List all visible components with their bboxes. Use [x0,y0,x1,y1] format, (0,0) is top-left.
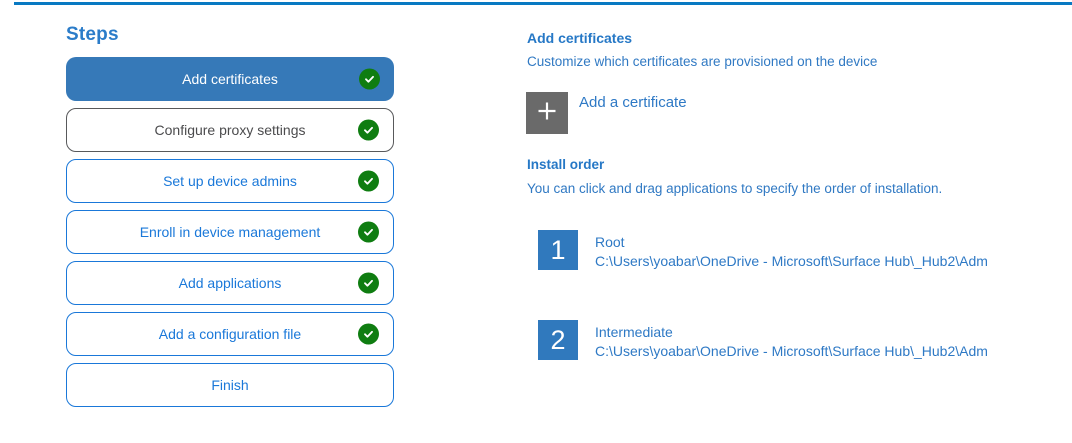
step-enroll-in-device-management[interactable]: Enroll in device management [66,210,394,254]
certificate-path: C:\Users\yoabar\OneDrive - Microsoft\Sur… [595,253,988,269]
step-label: Add applications [178,275,282,291]
step-add-applications[interactable]: Add applications [66,261,394,305]
step-label: Add a configuration file [158,326,302,342]
certificate-name: Root [595,234,625,250]
check-icon [358,119,379,141]
step-configure-proxy-settings[interactable]: Configure proxy settings [66,108,394,152]
steps-heading: Steps [66,24,119,45]
order-number-badge[interactable]: 1 [538,230,578,270]
certificate-path: C:\Users\yoabar\OneDrive - Microsoft\Sur… [595,343,988,359]
page-description: Customize which certificates are provisi… [527,54,878,69]
step-add-certificates[interactable]: Add certificates [66,57,394,101]
step-add-a-configuration-file[interactable]: Add a configuration file [66,312,394,356]
check-icon [358,221,379,243]
install-order-item-intermediate[interactable]: 2 Intermediate C:\Users\yoabar\OneDrive … [538,320,988,361]
check-icon [358,170,379,192]
certificate-name: Intermediate [595,324,673,340]
step-label: Add certificates [182,71,278,87]
step-label: Configure proxy settings [154,122,306,138]
install-order-description: You can click and drag applications to s… [527,181,943,196]
page-title: Add certificates [527,30,633,46]
add-certificate-button[interactable] [526,92,568,134]
plus-icon [535,99,559,128]
install-order-item-root[interactable]: 1 Root C:\Users\yoabar\OneDrive - Micros… [538,230,988,271]
step-finish[interactable]: Finish [66,363,394,407]
certificate-info: Intermediate C:\Users\yoabar\OneDrive - … [595,323,988,361]
check-icon [359,68,380,90]
step-set-up-device-admins[interactable]: Set up device admins [66,159,394,203]
check-icon [358,272,379,294]
add-certificate-row: Add a certificate [526,92,687,134]
step-label: Finish [211,377,249,393]
steps-sidebar: Steps Add certificates Configure proxy s… [66,24,394,414]
order-number-badge[interactable]: 2 [538,320,578,360]
certificate-info: Root C:\Users\yoabar\OneDrive - Microsof… [595,233,988,271]
add-certificate-label[interactable]: Add a certificate [579,94,687,111]
check-icon [358,323,379,345]
install-order-heading: Install order [527,157,605,172]
top-accent-divider [14,2,1072,5]
step-label: Enroll in device management [139,224,321,240]
step-label: Set up device admins [163,173,297,189]
